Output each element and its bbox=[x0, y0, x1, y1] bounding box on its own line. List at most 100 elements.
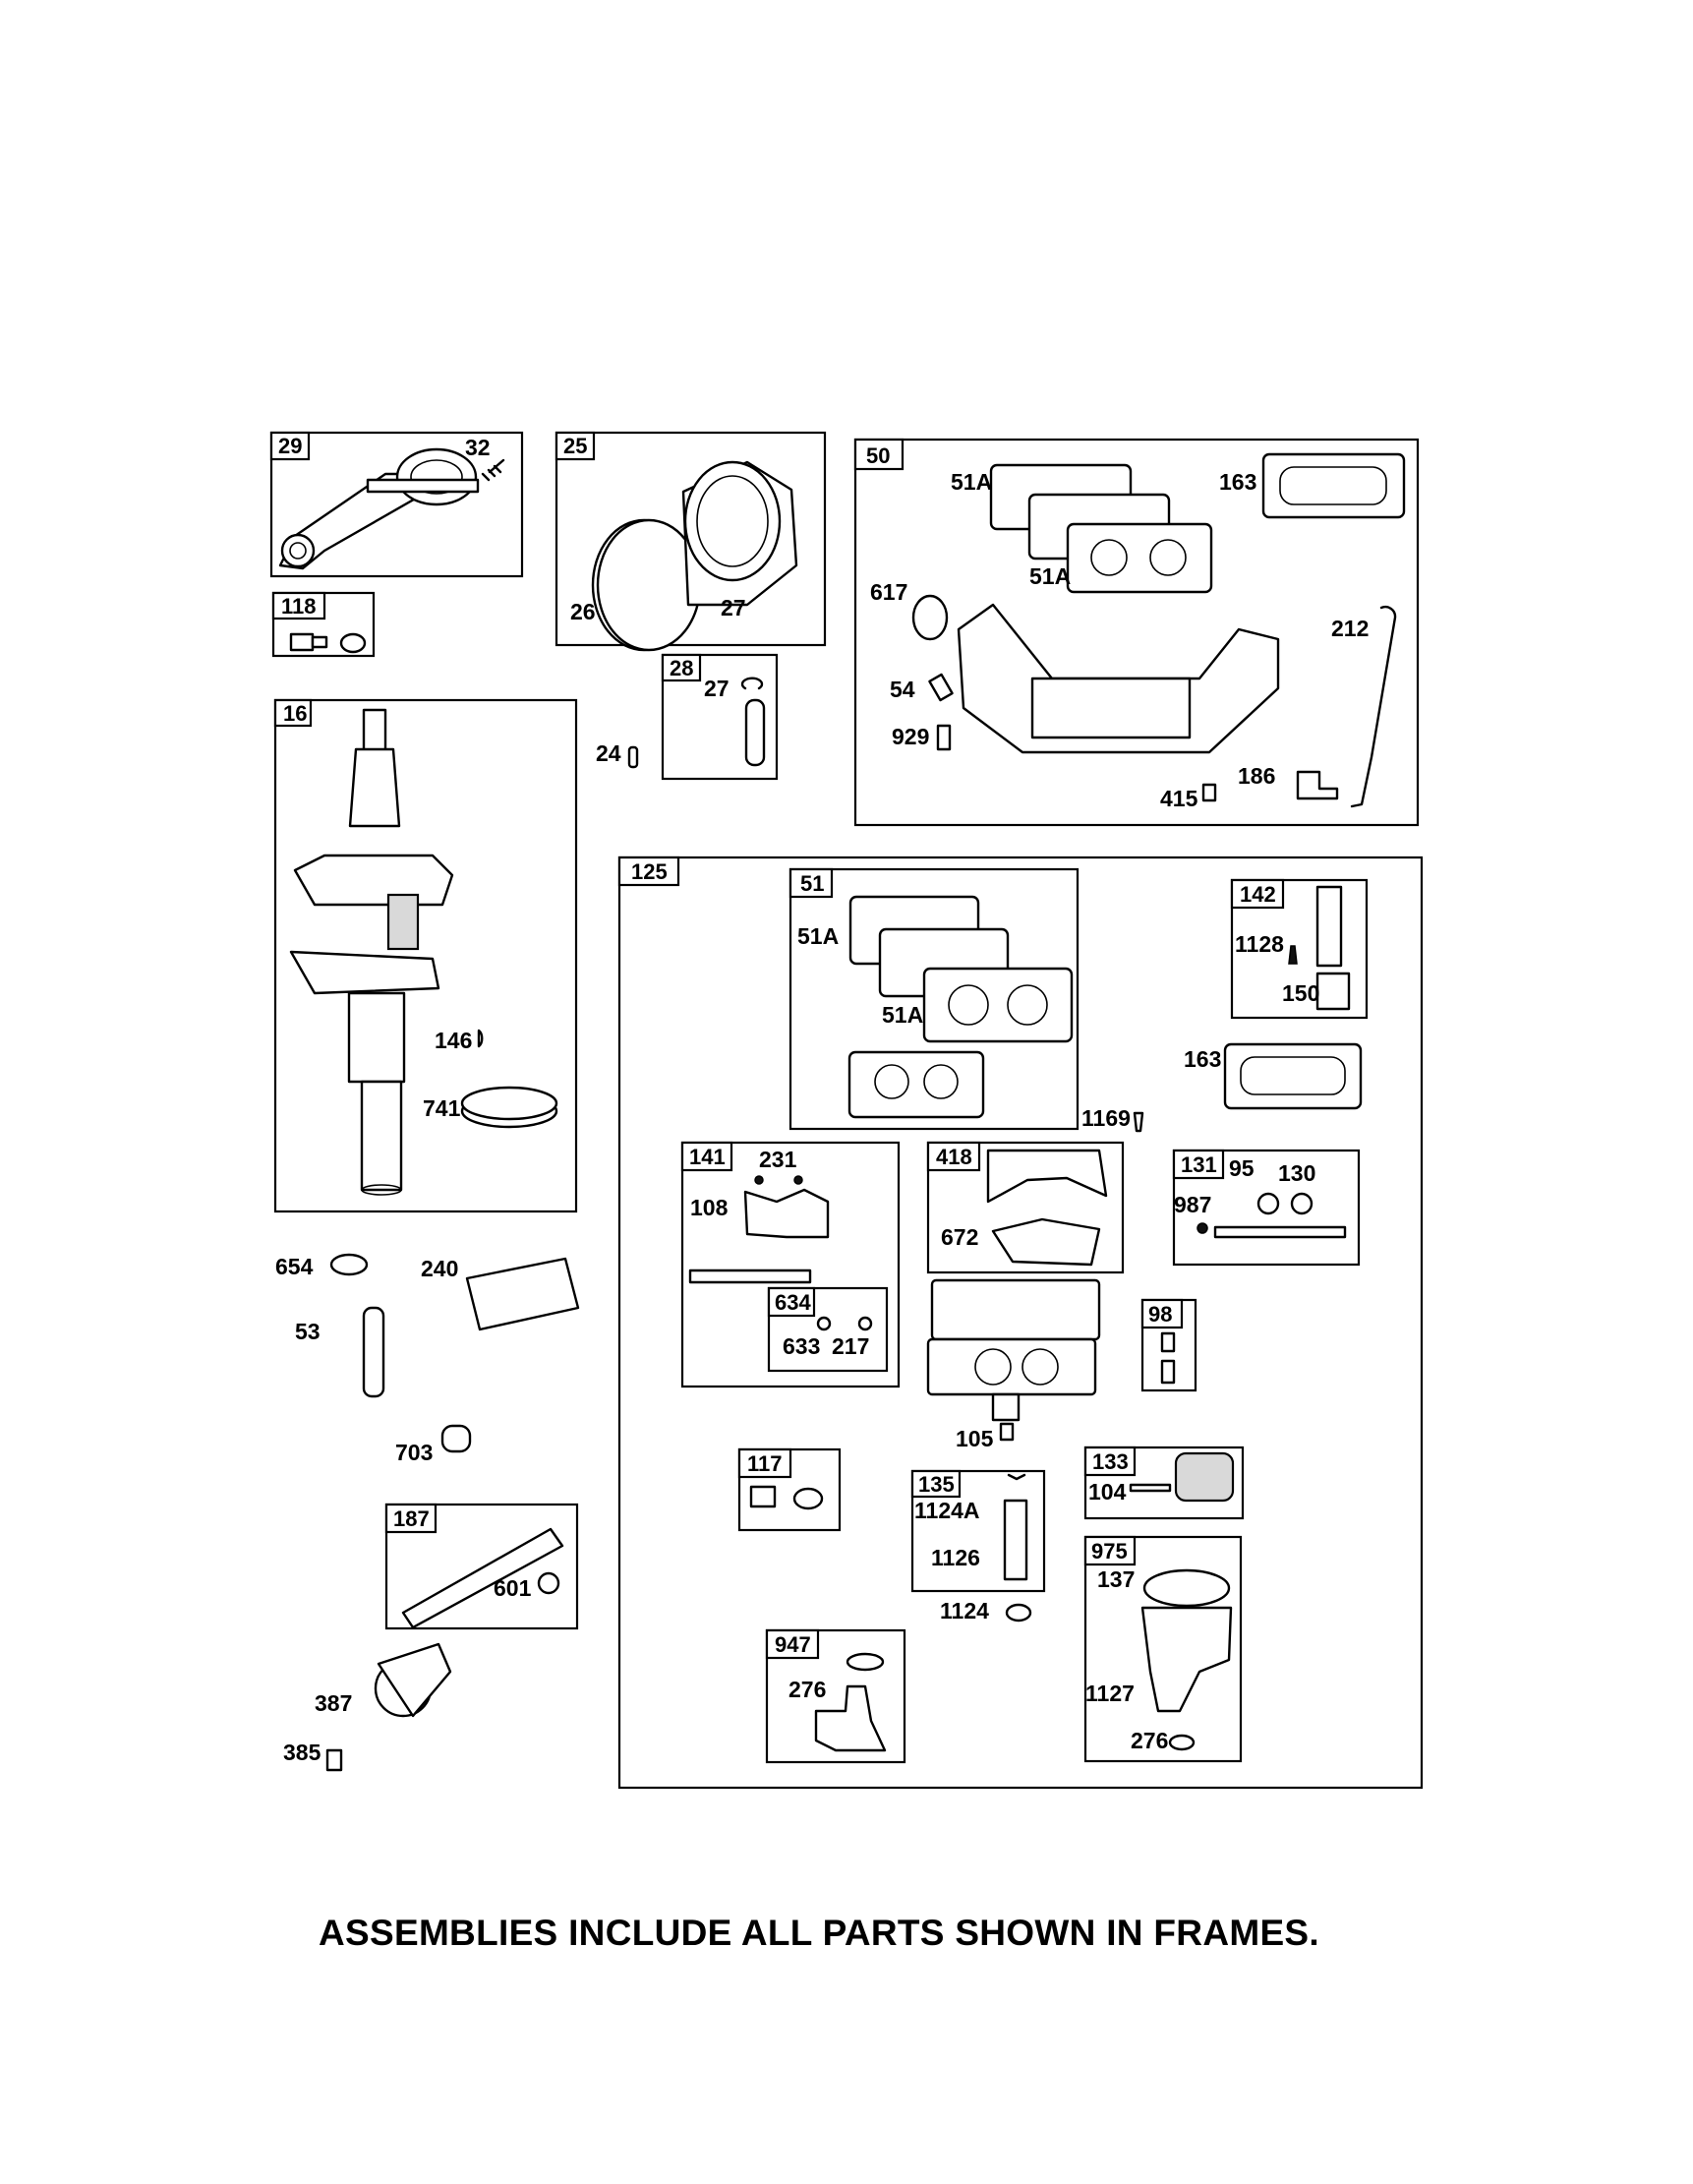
screws-634-drawing bbox=[816, 1316, 873, 1331]
frame-133: 133 bbox=[1083, 1446, 1245, 1520]
label-1124: 1124 bbox=[940, 1598, 989, 1623]
label-146: 146 bbox=[435, 1028, 472, 1053]
label-1126: 1126 bbox=[931, 1545, 980, 1570]
frame-label-29: 29 bbox=[278, 434, 302, 458]
frame-label-141: 141 bbox=[689, 1145, 726, 1169]
label-163-b: 163 bbox=[1184, 1046, 1221, 1072]
label-137: 137 bbox=[1097, 1566, 1135, 1592]
label-163-a: 163 bbox=[1219, 469, 1256, 495]
frame-975: 975 bbox=[1083, 1535, 1243, 1763]
label-601: 601 bbox=[494, 1575, 532, 1601]
screw-washer-118-drawing bbox=[289, 632, 367, 654]
frame-label-117: 117 bbox=[747, 1451, 783, 1476]
frame-label-947: 947 bbox=[775, 1632, 811, 1657]
frame-label-142: 142 bbox=[1240, 882, 1276, 907]
assemblies-note: ASSEMBLIES INCLUDE ALL PARTS SHOWN IN FR… bbox=[318, 1913, 1319, 1953]
adapter-975-drawing bbox=[1140, 1568, 1233, 1751]
label-387: 387 bbox=[315, 1690, 352, 1716]
frame-16: 16 bbox=[273, 698, 578, 1213]
label-104: 104 bbox=[1088, 1479, 1127, 1505]
label-26: 26 bbox=[570, 599, 596, 624]
frame-135: 135 bbox=[910, 1469, 1046, 1593]
gasket-163-drawing bbox=[1223, 1042, 1363, 1110]
label-654: 654 bbox=[275, 1254, 314, 1279]
frame-29: 29 bbox=[269, 431, 524, 578]
bracket-142-drawing bbox=[1288, 885, 1351, 1011]
pump-135-drawing bbox=[1003, 1473, 1032, 1623]
label-24: 24 bbox=[596, 740, 621, 766]
frame-51: 51 bbox=[788, 867, 1080, 1131]
label-672: 672 bbox=[941, 1224, 978, 1250]
frame-label-25: 25 bbox=[563, 434, 587, 458]
label-95: 95 bbox=[1229, 1155, 1255, 1181]
frame-label-50: 50 bbox=[866, 443, 890, 468]
label-1127: 1127 bbox=[1085, 1681, 1135, 1706]
screw-washer-117-drawing bbox=[749, 1485, 824, 1510]
frame-label-418: 418 bbox=[936, 1145, 972, 1169]
label-276-b: 276 bbox=[788, 1677, 826, 1702]
piston-drawing bbox=[591, 460, 798, 652]
frame-label-135: 135 bbox=[918, 1472, 955, 1497]
frame-label-118: 118 bbox=[281, 594, 317, 619]
label-27-b: 27 bbox=[704, 676, 730, 701]
label-51a-4: 51A bbox=[882, 1002, 923, 1028]
sensor-947-drawing bbox=[814, 1652, 887, 1752]
frame-25: 25 bbox=[555, 431, 827, 647]
frame-label-98: 98 bbox=[1148, 1302, 1172, 1327]
label-617: 617 bbox=[870, 579, 907, 605]
parts-98-drawing bbox=[1160, 1331, 1176, 1385]
frame-141: 141 bbox=[680, 1141, 901, 1388]
cover-133-drawing bbox=[1129, 1451, 1235, 1503]
frame-label-634: 634 bbox=[775, 1290, 811, 1315]
crankshaft-drawing bbox=[289, 708, 558, 1196]
frame-label-16: 16 bbox=[283, 701, 307, 726]
label-212: 212 bbox=[1331, 616, 1369, 641]
frame-947: 947 bbox=[765, 1628, 906, 1764]
frame-label-51: 51 bbox=[800, 871, 824, 896]
parts-131-drawing bbox=[1197, 1192, 1347, 1239]
label-217: 217 bbox=[832, 1333, 869, 1359]
frame-187: 187 bbox=[384, 1503, 579, 1630]
label-1169: 1169 bbox=[1081, 1105, 1131, 1131]
intake-gasket-drawing bbox=[847, 895, 1144, 1133]
label-231: 231 bbox=[759, 1147, 797, 1172]
label-108: 108 bbox=[690, 1195, 729, 1220]
frame-label-133: 133 bbox=[1092, 1449, 1129, 1474]
carburetor-drawing bbox=[926, 1278, 1101, 1442]
frame-label-125: 125 bbox=[631, 859, 668, 884]
piston-pin-drawing bbox=[627, 677, 766, 769]
frame-label-975: 975 bbox=[1091, 1539, 1128, 1564]
label-130: 130 bbox=[1278, 1160, 1315, 1186]
label-54: 54 bbox=[890, 677, 915, 702]
frame-142: 142 bbox=[1230, 878, 1369, 1020]
bracket-141-drawing bbox=[688, 1175, 830, 1284]
part-labels: 32 26 27 27 24 51A 51A 163 617 212 54 92… bbox=[275, 435, 1369, 1765]
label-741: 741 bbox=[423, 1095, 461, 1121]
frame-418: 418 bbox=[926, 1141, 1125, 1274]
frame-118: 118 bbox=[271, 591, 376, 658]
frame-117: 117 bbox=[737, 1447, 842, 1532]
gasket-418-drawing bbox=[986, 1149, 1108, 1267]
label-415: 415 bbox=[1160, 786, 1198, 811]
label-53: 53 bbox=[295, 1319, 321, 1344]
label-32: 32 bbox=[465, 435, 491, 460]
loose-parts-drawing bbox=[325, 1253, 580, 1772]
label-51a-3: 51A bbox=[797, 923, 839, 949]
label-929: 929 bbox=[892, 724, 929, 749]
exhaust-manifold-drawing bbox=[911, 452, 1406, 808]
label-385: 385 bbox=[283, 1740, 321, 1765]
frame-131: 131 bbox=[1172, 1149, 1361, 1267]
frame-634: 634 bbox=[767, 1286, 889, 1373]
label-51a-1: 51A bbox=[951, 469, 992, 495]
label-987: 987 bbox=[1174, 1192, 1211, 1217]
frame-label-131: 131 bbox=[1181, 1152, 1217, 1177]
label-27-a: 27 bbox=[721, 595, 746, 620]
label-186: 186 bbox=[1238, 763, 1275, 789]
frame-label-28: 28 bbox=[670, 656, 693, 680]
label-105: 105 bbox=[956, 1426, 994, 1451]
connecting-rod-drawing bbox=[278, 447, 505, 570]
label-703: 703 bbox=[395, 1440, 433, 1465]
frame-50: 50 bbox=[853, 438, 1420, 827]
label-633: 633 bbox=[783, 1333, 820, 1359]
